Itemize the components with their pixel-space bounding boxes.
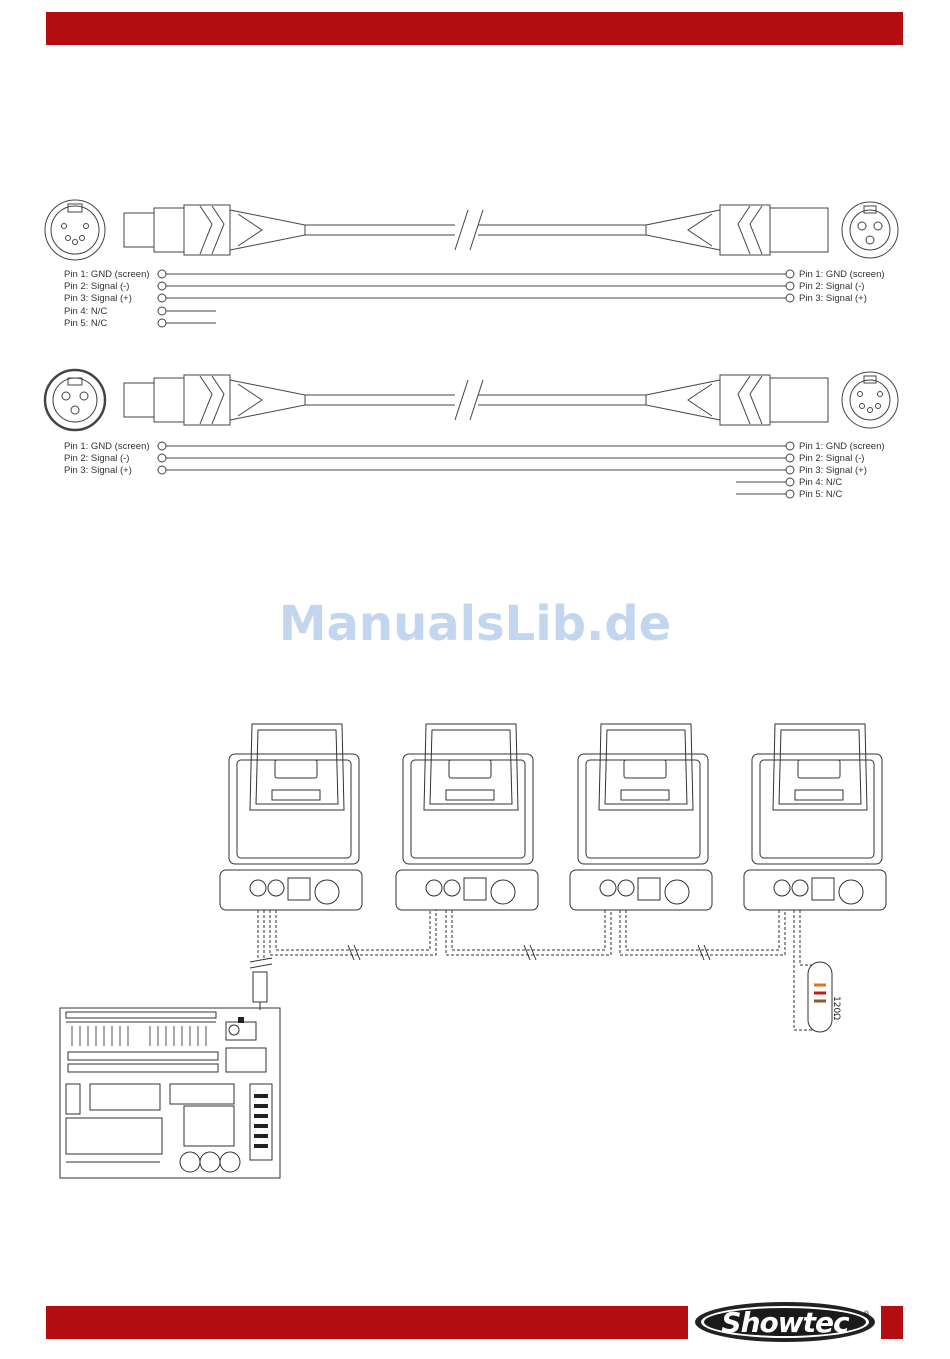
cable-a-left-pin-4: Pin 4: N/C [64,306,107,317]
brand-logo: Showtec [710,1306,860,1340]
dmx-chain [60,724,886,1178]
cable-a-pin-lines [158,270,794,327]
cable-a-left-pin-2: Pin 2: Signal (-) [64,281,129,292]
cable-b-pin-lines [158,442,794,498]
moving-head-2 [396,724,538,910]
footer-bar [46,1306,688,1339]
cable-b-drawing [45,370,898,430]
cable-b-right-pin-3: Pin 3: Signal (+) [799,465,867,476]
moving-head-3 [570,724,712,910]
cable-a-left-pin-1: Pin 1: GND (screen) [64,269,150,280]
dmx-controller [60,1008,280,1178]
moving-head-4 [744,724,886,910]
terminator-label: 120Ω [831,996,841,1020]
cable-a-right-pin-2: Pin 2: Signal (-) [799,281,864,292]
cable-b-right-pin-2: Pin 2: Signal (-) [799,453,864,464]
cable-a-left-pin-3: Pin 3: Signal (+) [64,293,132,304]
cable-a-right-pin-3: Pin 3: Signal (+) [799,293,867,304]
registered-mark: ® [864,1311,869,1318]
footer-bar-end [881,1306,903,1339]
cable-a-left-pin-5: Pin 5: N/C [64,318,107,329]
terminator [808,962,832,1032]
dmx-cables [258,910,812,1030]
cable-a-drawing [45,200,898,260]
watermark: ManualsLib.de [0,596,950,652]
cable-b-right-pin-4: Pin 4: N/C [799,477,842,488]
moving-head-1 [220,724,362,910]
cable-b-left-pin-3: Pin 3: Signal (+) [64,465,132,476]
cable-b-left-pin-2: Pin 2: Signal (-) [64,453,129,464]
cable-a-right-pin-1: Pin 1: GND (screen) [799,269,885,280]
cable-b-left-pin-1: Pin 1: GND (screen) [64,441,150,452]
cable-b-right-pin-5: Pin 5: N/C [799,489,842,500]
cable-b-right-pin-1: Pin 1: GND (screen) [799,441,885,452]
